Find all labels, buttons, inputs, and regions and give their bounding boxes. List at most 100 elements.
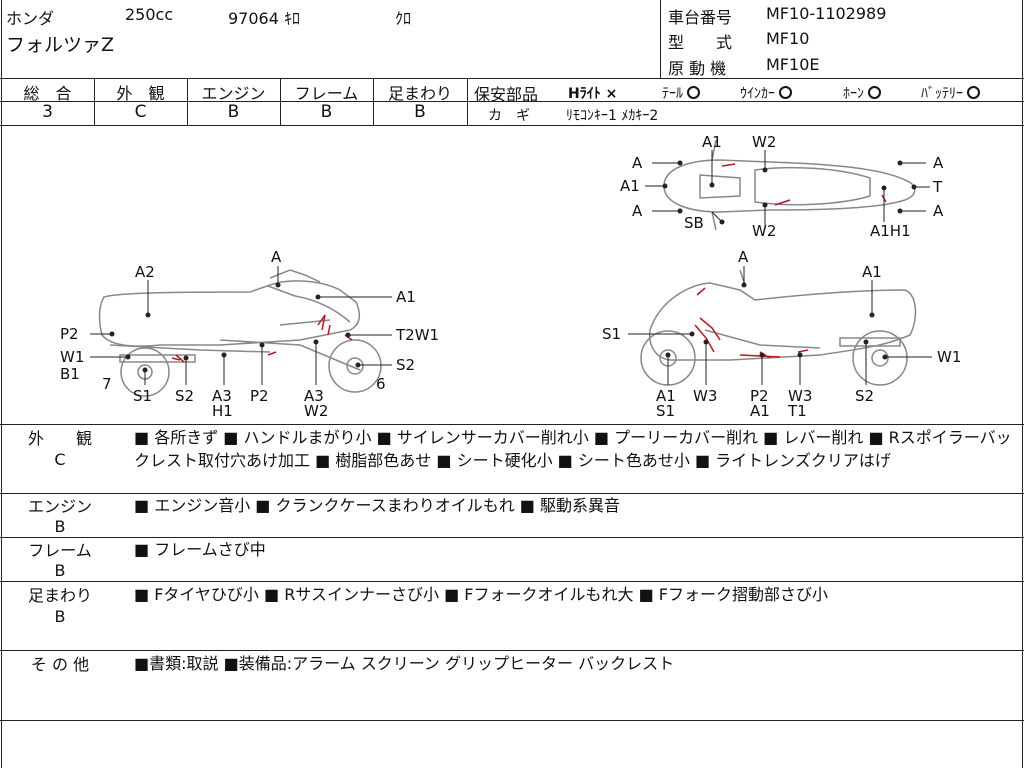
grade-col-divider-3 xyxy=(280,78,281,125)
section-suspension-grade: B xyxy=(54,607,66,626)
frame-no-label: 車台番号 xyxy=(668,8,733,27)
divider-diagram xyxy=(0,424,1024,425)
mileage: 97064 ｷﾛ xyxy=(228,9,300,28)
engine-label: 原 動 機 xyxy=(668,59,727,78)
diagram-label: S2 xyxy=(855,387,874,405)
frame-no: MF10-1102989 xyxy=(766,4,887,23)
section-suspension-text: ■ Fタイヤひび小 ■ Rサスインナーさび小 ■ Fフォークオイルもれ大 ■ F… xyxy=(134,585,828,604)
diagram-label: S1 xyxy=(602,325,621,343)
safety-horn: ﾎｰﾝ xyxy=(843,83,881,103)
section-engine-label: エンジン xyxy=(27,497,92,516)
section-engine-grade: B xyxy=(54,517,66,536)
grade-value-frame: B xyxy=(320,102,333,122)
safety-tail: ﾃｰﾙ xyxy=(662,83,700,103)
divider-sec5 xyxy=(0,720,1024,721)
safety-label: 保安部品 xyxy=(474,85,539,104)
border-right xyxy=(1022,0,1023,768)
section-frame-label: フレーム xyxy=(28,541,92,560)
grade-col-divider-1 xyxy=(94,78,95,125)
ok-circle-icon xyxy=(687,86,700,99)
section-frame-text: ■ フレームさび中 xyxy=(134,540,266,559)
diagram-label: A xyxy=(738,248,749,266)
diagram-label: A2 xyxy=(135,263,155,281)
safety-winker-label: ｳｲﾝｶｰ xyxy=(740,86,775,102)
diagram-label: H1 xyxy=(212,402,233,420)
displacement: 250cc xyxy=(125,5,174,24)
diagram-label: A1 xyxy=(702,133,722,151)
safety-headlight: Hﾗｲﾄ × xyxy=(568,86,618,102)
diagram-label: A1 xyxy=(656,387,676,405)
section-frame-grade: B xyxy=(54,561,66,580)
diagram-label: A xyxy=(632,154,643,172)
damage-diagram: A A2 A1 P2 T2W1 W1 B1 S2 7 6 S1 S2 A3 H1… xyxy=(60,133,961,420)
key-value: ﾘﾓｺﾝｷｰ1 ﾒｶｷｰ2 xyxy=(566,108,659,124)
grade-value-engine: B xyxy=(227,102,240,122)
key-label: カ ギ xyxy=(488,108,530,124)
diagram-label: W2 xyxy=(304,402,328,420)
ok-circle-icon xyxy=(967,86,980,99)
diagram-label: A xyxy=(933,154,944,172)
divider-grade-header xyxy=(0,101,468,102)
diagram-label: P2 xyxy=(250,387,269,405)
section-other-label: そ の 他 xyxy=(30,655,90,674)
leader-lines xyxy=(90,150,932,385)
divider-header xyxy=(0,78,1024,79)
grade-header-suspension: 足まわり xyxy=(387,84,452,103)
grade-header-exterior: 外 観 xyxy=(116,84,165,103)
grade-col-divider-2 xyxy=(187,78,188,125)
divider-sec2 xyxy=(0,537,1024,538)
divider-safety xyxy=(468,101,1024,102)
safety-battery: ﾊﾞｯﾃﾘｰ xyxy=(921,83,980,103)
divider-header-vertical xyxy=(660,0,661,78)
diagram-label: 6 xyxy=(376,375,386,393)
diagram-label: A1 xyxy=(862,263,882,281)
diagram-label: P2 xyxy=(750,387,769,405)
diagram-label: 7 xyxy=(102,375,112,393)
diagram-label: P2 xyxy=(60,325,79,343)
grade-header-total: 総 合 xyxy=(23,84,72,103)
maker: ホンダ xyxy=(6,9,55,28)
ok-circle-icon xyxy=(779,86,792,99)
diagram-label: S1 xyxy=(656,402,675,420)
grade-col-divider-4 xyxy=(373,78,374,125)
grade-header-frame: フレーム xyxy=(294,84,359,103)
section-suspension-label: 足まわり xyxy=(27,586,92,605)
border-left xyxy=(1,0,2,768)
model-code-label: 型 式 xyxy=(668,33,733,52)
safety-tail-label: ﾃｰﾙ xyxy=(662,86,683,102)
scooter-left-view xyxy=(98,269,382,397)
scooter-top-view xyxy=(663,139,916,231)
scooter-right-view xyxy=(640,269,917,386)
diagram-label: W1 xyxy=(60,348,84,366)
diagram-label: A1 xyxy=(750,402,770,420)
diagram-label-group: A A2 A1 P2 T2W1 W1 B1 S2 7 6 S1 S2 A3 H1… xyxy=(60,133,961,420)
model-code: MF10 xyxy=(766,29,810,48)
diagram-label: W2 xyxy=(752,222,776,240)
grade-header-engine: エンジン xyxy=(201,84,266,103)
diagram-label: A3 xyxy=(304,387,324,405)
diagram-label: A xyxy=(632,202,643,220)
grade-value-total: 3 xyxy=(42,102,53,122)
engine-code: MF10E xyxy=(766,55,820,74)
diagram-label: S1 xyxy=(133,387,152,405)
diagram-label: A xyxy=(933,202,944,220)
diagram-label: A1 xyxy=(620,177,640,195)
divider-sec3 xyxy=(0,581,1024,582)
diagram-label: A1H1 xyxy=(870,222,911,240)
color: ｸﾛ xyxy=(395,9,412,28)
divider-sec4 xyxy=(0,650,1024,651)
grade-value-suspension: B xyxy=(414,102,426,122)
section-exterior-text: ■ 各所きず ■ ハンドルまがり小 ■ サイレンサーカバー削れ小 ■ プーリーカ… xyxy=(134,428,1012,470)
ok-circle-icon xyxy=(868,86,881,99)
divider-sec1 xyxy=(0,493,1024,494)
diagram-label: A3 xyxy=(212,387,232,405)
diagram-label: W3 xyxy=(693,387,717,405)
model-name: フォルツァZ xyxy=(6,34,115,56)
diagram-label: T xyxy=(932,178,943,196)
grade-col-divider-5 xyxy=(467,78,468,125)
diagram-label: S2 xyxy=(396,356,415,374)
grade-value-exterior: C xyxy=(134,102,147,122)
safety-winker: ｳｲﾝｶｰ xyxy=(740,83,792,103)
section-other-text: ■書類:取説 ■装備品:アラーム スクリーン グリップヒーター バックレスト xyxy=(134,654,675,673)
diagram-label: W3 xyxy=(788,387,812,405)
